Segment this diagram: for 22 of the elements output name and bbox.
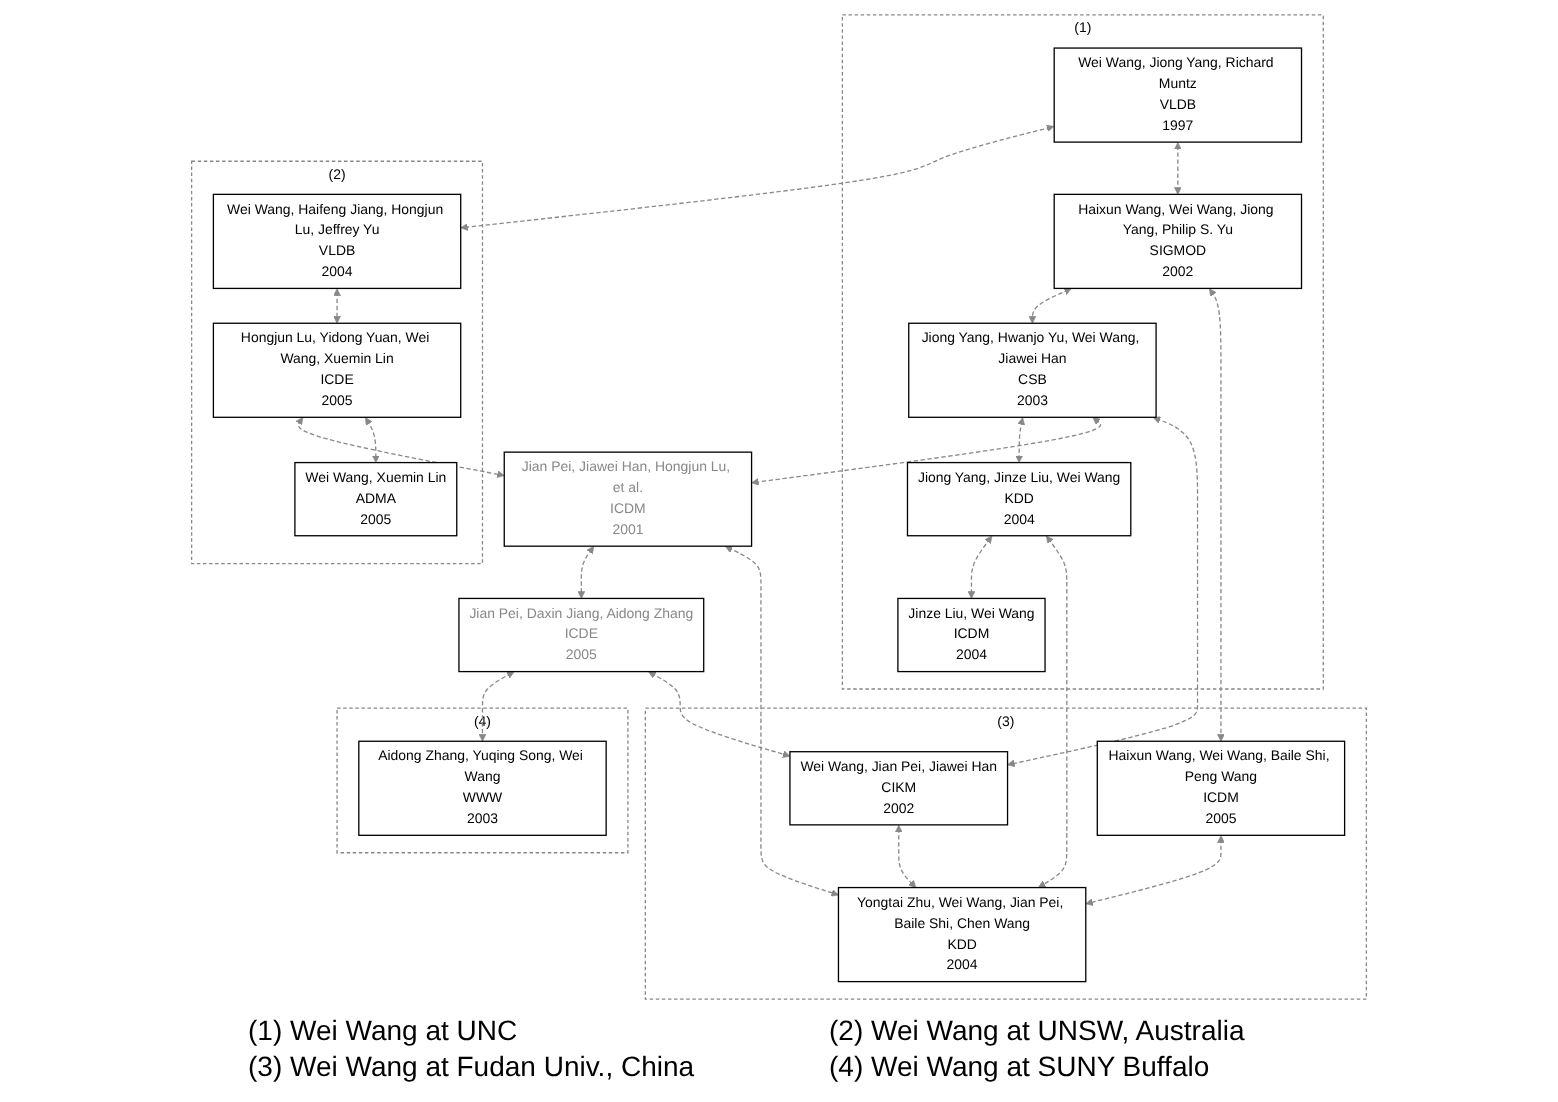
arrow [478,671,515,742]
arrow [1015,417,1025,463]
arrow [1028,287,1072,324]
arrow [894,824,917,888]
note: (2) Wei Wang at UNSW, Australia [829,1014,1247,1046]
arrow [295,417,505,478]
arrow [1085,835,1225,906]
arrow [1007,416,1199,768]
arrow [460,124,1055,231]
arrow [648,671,791,758]
note: (3) Wei Wang at Fudan Univ., China [248,1050,697,1082]
arrow [751,417,1102,486]
note: (4) Wei Wang at SUNY Buffalo [829,1050,1212,1082]
arrow [1174,142,1182,195]
arrow [1038,535,1068,888]
arrow [365,417,380,463]
arrow [967,535,993,599]
arrow [577,546,595,599]
note: (1) Wei Wang at UNC [248,1014,520,1046]
arrow [1209,288,1225,742]
arrow [333,288,341,324]
arrow [724,545,839,897]
